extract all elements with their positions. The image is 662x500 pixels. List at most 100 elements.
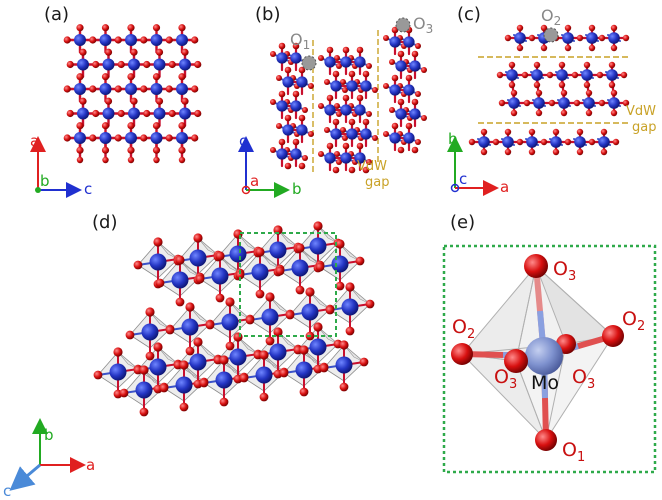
o-atom: [270, 147, 276, 153]
o-atom: [179, 360, 189, 370]
mo-atom: [556, 69, 568, 81]
o-atom: [101, 24, 110, 32]
o-atom: [504, 148, 512, 156]
o-atom: [270, 51, 276, 57]
o-atom: [588, 138, 596, 146]
o-atom: [359, 357, 369, 367]
mo-atom: [389, 84, 401, 96]
o-atom: [348, 166, 356, 174]
octahedron-face: [229, 301, 251, 320]
o-atom: [185, 302, 195, 312]
mo-atom: [324, 104, 336, 116]
o-atom: [259, 350, 269, 360]
mo-atom: [395, 108, 407, 120]
mo-atom: [251, 263, 269, 281]
mo-atom: [189, 353, 207, 371]
o-atom: [215, 251, 225, 261]
panel-a: (a) a b c: [30, 4, 202, 198]
o-atom: [165, 36, 173, 44]
panel-c-axis-horizontal: a: [500, 178, 509, 196]
o-atom: [299, 345, 309, 355]
panel-e-o-top-label: O3: [553, 258, 576, 284]
mo-atom: [276, 148, 288, 160]
o-atom: [540, 44, 548, 52]
mo-atom: [74, 83, 86, 95]
mo-atom: [150, 34, 163, 46]
o-atom: [168, 109, 176, 118]
octahedron-face: [237, 336, 259, 355]
o-atom: [585, 109, 593, 117]
o-atom: [588, 24, 596, 32]
panel-b-axis-horizontal: b: [292, 180, 302, 198]
mo-atom: [409, 60, 421, 72]
panel-d: (d) b a c: [3, 212, 375, 500]
mo-atom: [403, 132, 415, 144]
o-atom: [334, 55, 340, 61]
o-atom: [504, 128, 512, 136]
panel-b-label: (b): [255, 4, 280, 25]
o-atom: [130, 97, 138, 105]
o-atom: [153, 237, 163, 247]
o-atom: [366, 63, 372, 69]
o-atom: [127, 156, 135, 164]
o-atom: [318, 151, 324, 157]
o-atom: [540, 24, 548, 32]
mo-atom: [506, 69, 518, 81]
o-atom: [411, 50, 419, 58]
o-atom: [342, 94, 350, 102]
mo-atom: [606, 69, 618, 81]
o-atom: [324, 127, 330, 133]
panel-e-oxygen-bottom: [535, 429, 557, 451]
mo-atom: [403, 36, 415, 48]
o-atom: [612, 138, 620, 146]
o-atom: [372, 87, 378, 93]
octahedron-face: [179, 259, 201, 278]
panel-d-axes: b a c: [3, 418, 95, 500]
o-atom: [299, 387, 309, 397]
o-atom: [104, 97, 113, 105]
o-atom: [194, 60, 202, 69]
o-atom: [89, 36, 97, 44]
o-atom: [119, 388, 129, 398]
o-atom: [178, 146, 186, 154]
o-atom: [102, 156, 109, 164]
o-atom: [411, 146, 419, 154]
o-atom: [335, 281, 345, 291]
o-atom: [583, 61, 591, 69]
o-atom: [596, 71, 604, 79]
o-atom: [480, 148, 488, 156]
mo-atom: [99, 132, 112, 144]
o-atom: [332, 118, 340, 126]
panel-d-crystal: [93, 221, 375, 417]
o-atom: [145, 307, 155, 317]
panel-c-axis-vertical: b: [448, 130, 458, 148]
panel-b-gap-label-2: gap: [365, 175, 389, 190]
o-atom: [113, 347, 123, 357]
octahedron-face: [299, 247, 321, 266]
mo-atom: [77, 58, 89, 71]
mo-atom: [189, 249, 207, 267]
mo-atom: [324, 152, 336, 164]
o-atom: [279, 368, 289, 378]
mo-atom: [354, 104, 366, 116]
mo-atom: [395, 60, 407, 72]
o-atom: [133, 260, 143, 270]
o-atom: [179, 402, 189, 412]
panel-c-lattice: [468, 24, 630, 156]
o-atom: [215, 293, 225, 303]
panel-e-o-bottom-label: O1: [562, 439, 585, 465]
o-atom: [564, 24, 572, 32]
mo-atom: [335, 356, 353, 374]
o-atom: [63, 36, 71, 44]
o-atom: [326, 142, 334, 150]
panel-d-highlight-box: [239, 232, 337, 337]
octahedron-face: [189, 306, 211, 325]
o-atom: [383, 35, 389, 41]
o-atom: [181, 97, 189, 105]
o-atom: [259, 392, 269, 402]
mo-atom: [74, 34, 86, 46]
mo-atom: [360, 128, 372, 140]
o-atom: [155, 48, 164, 56]
o-atom: [273, 327, 283, 337]
o-atom: [93, 370, 103, 380]
